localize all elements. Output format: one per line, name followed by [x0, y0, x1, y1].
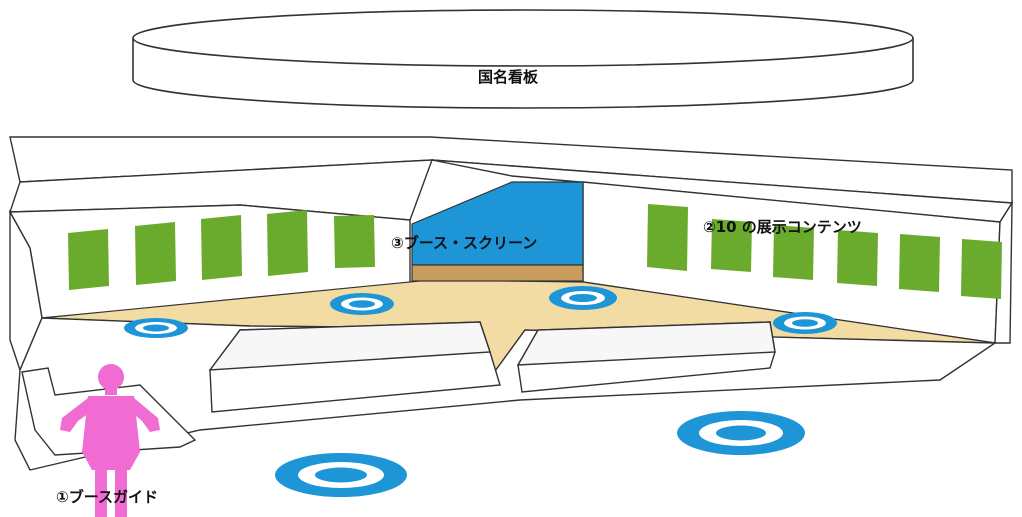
exhibit-panel [334, 215, 375, 268]
exhibits-label: ②10 の展示コンテンツ [703, 218, 862, 236]
screen-label: ③ブース・スクリーン [391, 234, 537, 252]
floor-marker [330, 293, 394, 315]
exhibit-panel [837, 230, 878, 286]
guide-right-leg [115, 468, 127, 517]
exhibit-panel [899, 234, 940, 292]
front-structures [14, 317, 998, 471]
guide-body [82, 396, 140, 470]
floor-marker [549, 286, 617, 310]
signboard-label: 国名看板 [478, 68, 539, 86]
guide-label: ①ブースガイド [56, 488, 158, 506]
floor-markers [124, 286, 837, 497]
floor-marker [275, 453, 407, 497]
exhibit-panels-left [68, 210, 375, 290]
floor-marker [124, 318, 188, 338]
left-counter-top [208, 321, 491, 371]
guide-right-arm [129, 398, 160, 432]
exhibit-panel [711, 219, 752, 272]
exhibit-panel [647, 204, 688, 271]
exhibit-panel [201, 215, 242, 280]
country-signboard: 国名看板 [132, 9, 914, 109]
right-counter-top [516, 321, 776, 366]
exhibit-panels-right [647, 204, 1002, 299]
booth-guide-figure [60, 364, 160, 517]
exhibit-panel [267, 210, 308, 276]
right-frame [994, 200, 1013, 344]
exhibit-panel [135, 222, 176, 285]
guide-left-leg [95, 468, 107, 517]
floor-marker [677, 411, 805, 455]
floor-marker [773, 312, 837, 334]
booth-screen: ③ブース・スクリーン [391, 181, 584, 282]
screen-panel [411, 181, 584, 266]
exhibit-panel [68, 229, 109, 290]
guide-head [98, 364, 124, 390]
guide-left-arm [60, 398, 93, 432]
exhibit-panel [961, 239, 1002, 299]
exhibit-panel [773, 225, 814, 280]
screen-stand [411, 264, 584, 282]
